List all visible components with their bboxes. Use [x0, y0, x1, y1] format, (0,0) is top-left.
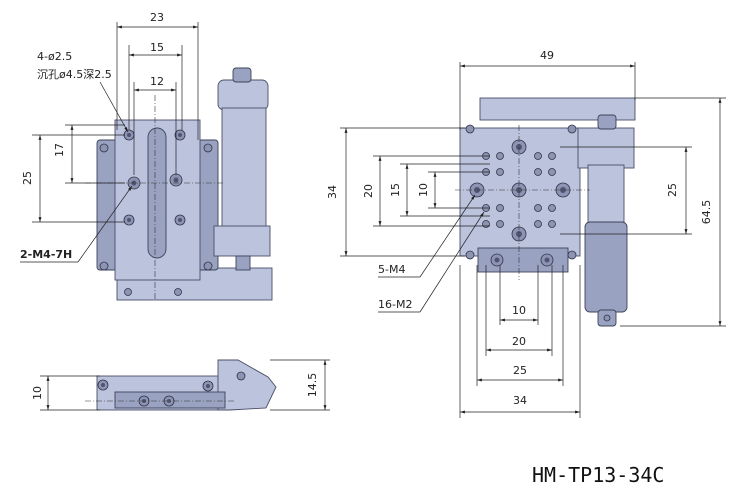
dim-bottom-10: 10 — [512, 304, 526, 317]
micrometer-cap — [232, 67, 252, 83]
dim-front-10: 10 — [31, 386, 44, 400]
dim-right-20: 20 — [362, 184, 375, 198]
note-holes-b: 沉孔ø4.5深2.5 — [37, 68, 112, 81]
dim-49: 49 — [540, 49, 554, 62]
right-view: 49 34 20 15 10 25 64.5 10 — [326, 49, 726, 418]
model-label: HM-TP13-34C — [532, 463, 664, 487]
micrometer-knob — [217, 79, 269, 111]
dim-bottom-34: 34 — [513, 394, 527, 407]
left-view: 23 15 12 17 25 4-ø2.5 沉孔ø4.5深2.5 2-M4-7H — [20, 11, 273, 301]
note-holes-a: 4-ø2.5 — [37, 50, 72, 63]
side-block — [577, 127, 635, 169]
top-bracket — [479, 97, 636, 121]
note-m2: 16-M2 — [378, 298, 412, 311]
dim-right-64-5: 64.5 — [700, 200, 713, 225]
note-m4: 5-M4 — [378, 263, 405, 276]
dim-right-10: 10 — [417, 183, 430, 197]
side-stem — [587, 164, 625, 226]
dim-25: 25 — [21, 171, 34, 185]
dim-12: 12 — [150, 75, 164, 88]
side-knob — [584, 221, 628, 313]
dim-15: 15 — [150, 41, 164, 54]
dim-bottom-20: 20 — [512, 335, 526, 348]
front-view: 10 14.5 — [31, 359, 330, 411]
dim-23: 23 — [150, 11, 164, 24]
note-thread: 2-M4-7H — [20, 248, 72, 261]
dim-right-15: 15 — [389, 183, 402, 197]
micrometer-mount — [213, 225, 271, 257]
dim-front-14-5: 14.5 — [306, 373, 319, 398]
left-rail — [96, 139, 118, 271]
dim-right-34: 34 — [326, 185, 339, 199]
dim-bottom-25: 25 — [513, 364, 527, 377]
dim-17: 17 — [53, 143, 66, 157]
dim-right-25: 25 — [666, 183, 679, 197]
front-knob-mount — [217, 359, 277, 411]
side-top-cap — [597, 114, 617, 130]
center-slot — [147, 127, 167, 259]
micrometer-barrel — [221, 107, 267, 229]
micrometer-tip — [235, 255, 251, 271]
